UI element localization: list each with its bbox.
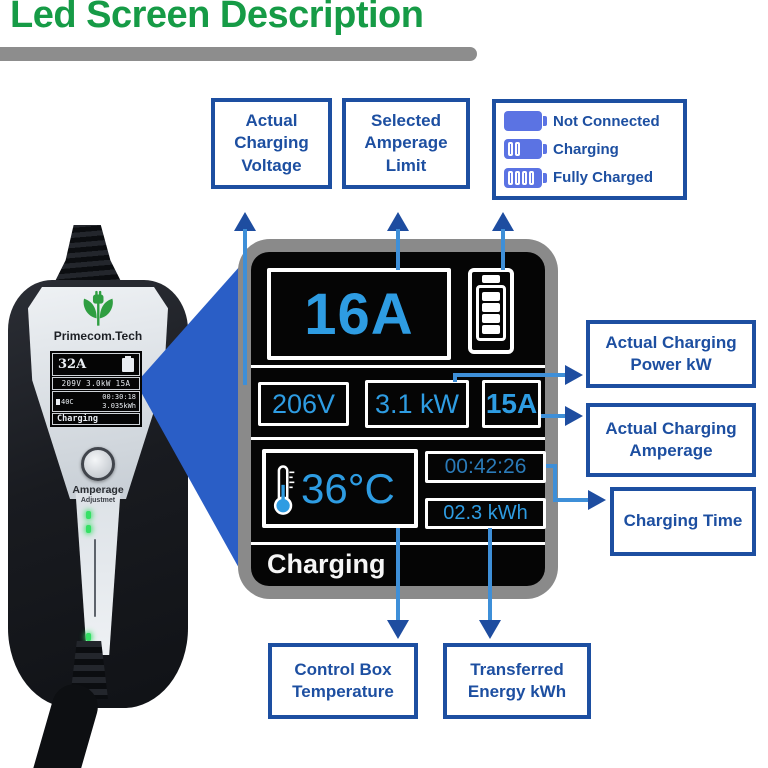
amperage-button-label: Amperage (72, 484, 124, 496)
voltage-box: 206V (258, 382, 349, 426)
battery-full-icon (504, 167, 547, 188)
charging-time-value: 00:42:26 (444, 455, 527, 478)
battery-empty-icon (504, 111, 547, 132)
legend-label: Not Connected (553, 112, 660, 130)
amperage-box: 15A (482, 380, 541, 428)
brand-logo-icon (83, 290, 113, 326)
oled-energy-value: 3.035kWh (102, 401, 136, 410)
battery-status-icon (468, 268, 514, 354)
legend-label: Charging (553, 140, 619, 158)
callout-power: Actual Charging Power kW (586, 320, 756, 388)
battery-legend: Not Connected Charging Fully Charged (492, 99, 687, 200)
battery-charging-icon (504, 139, 547, 160)
callout-energy: Transferred Energy kWh (443, 643, 591, 719)
separator (251, 437, 545, 440)
oled-temperature: 40C (56, 398, 74, 406)
oled-time-value: 00:30:18 (102, 392, 136, 401)
led-screen: 16A 206V 3.1 kW 15A (238, 239, 558, 599)
callout-amperage-limit: Selected Amperage Limit (342, 98, 470, 189)
device-oled-screen: 32A 209V 3.0kW 15A 40C 00:30:18 3.035kWh… (50, 351, 142, 427)
legend-item-not-connected: Not Connected (504, 111, 675, 132)
oled-status-row: 40C 00:30:18 3.035kWh (52, 391, 140, 412)
amperage-adjust-button (81, 447, 115, 481)
page-title: Led Screen Description (10, 0, 424, 36)
battery-nub (482, 275, 500, 283)
power-box: 3.1 kW (365, 380, 469, 428)
oled-battery-icon (122, 355, 134, 372)
oled-charging-status: Charging (52, 413, 140, 425)
legend-label: Fully Charged (553, 169, 654, 187)
energy-value: 02.3 kWh (443, 502, 528, 524)
status-led (86, 633, 91, 641)
oled-temp-value: 40C (61, 397, 74, 406)
temperature-value: 36°C (301, 464, 395, 512)
callout-temperature: Control Box Temperature (268, 643, 418, 719)
amperage-button-sublabel: Adjustmet (80, 497, 116, 504)
oled-stats-row: 209V 3.0kW 15A (52, 377, 140, 390)
legend-item-charging: Charging (504, 139, 675, 160)
status-led (86, 525, 91, 533)
energy-box: 02.3 kWh (425, 498, 546, 529)
oled-amperage-value: 32A (58, 357, 87, 372)
callout-amperage: Actual Charging Amperage (586, 403, 756, 477)
amperage-limit-value: 16A (304, 281, 414, 347)
callout-time: Charging Time (610, 487, 756, 556)
separator (251, 365, 545, 368)
callout-voltage: Actual Charging Voltage (211, 98, 332, 189)
title-underline (0, 47, 477, 61)
power-value: 3.1 kW (374, 388, 460, 419)
brand-name: Primecom.Tech (53, 329, 143, 343)
voltage-value: 206V (271, 388, 336, 419)
amperage-limit-box: 16A (267, 268, 451, 360)
oled-time-energy: 00:30:18 3.035kWh (102, 393, 136, 411)
ev-charger-device: Primecom.Tech 32A 209V 3.0kW 15A 40C 00:… (0, 225, 200, 768)
oled-amperage-row: 32A (52, 353, 140, 376)
panel-groove (94, 539, 96, 617)
temperature-box: 36°C (262, 449, 418, 528)
status-led (86, 511, 91, 519)
battery-cells (476, 285, 506, 341)
amperage-value: 15A (485, 388, 538, 419)
screen-status: Charging (267, 549, 386, 579)
thermometer-icon (273, 464, 295, 515)
oled-temp-icon (56, 398, 60, 405)
charging-time-box: 00:42:26 (425, 451, 546, 483)
legend-item-fully-charged: Fully Charged (504, 167, 675, 188)
